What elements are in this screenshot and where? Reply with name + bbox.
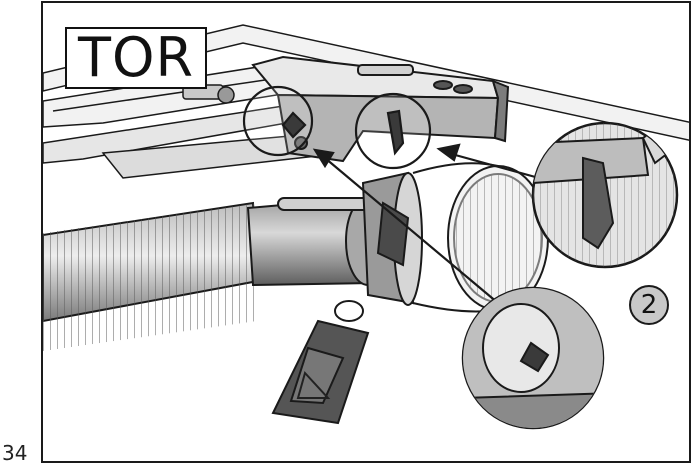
zoom-markers xyxy=(242,85,432,170)
pointer-lines xyxy=(312,143,540,304)
page-title: TOR xyxy=(65,27,207,89)
detail-zoom-clip-icon xyxy=(461,286,605,430)
drum-hub xyxy=(361,171,423,306)
manual-page-frame: TOR 2 xyxy=(41,1,691,463)
step-number-badge: 2 xyxy=(629,285,669,325)
page-number: 34 xyxy=(2,441,28,465)
spring-drum-illustration xyxy=(43,24,689,430)
detail-zoom-hook-icon xyxy=(531,121,679,269)
spring-drum xyxy=(412,162,549,313)
warning-tag-icon xyxy=(271,300,370,425)
